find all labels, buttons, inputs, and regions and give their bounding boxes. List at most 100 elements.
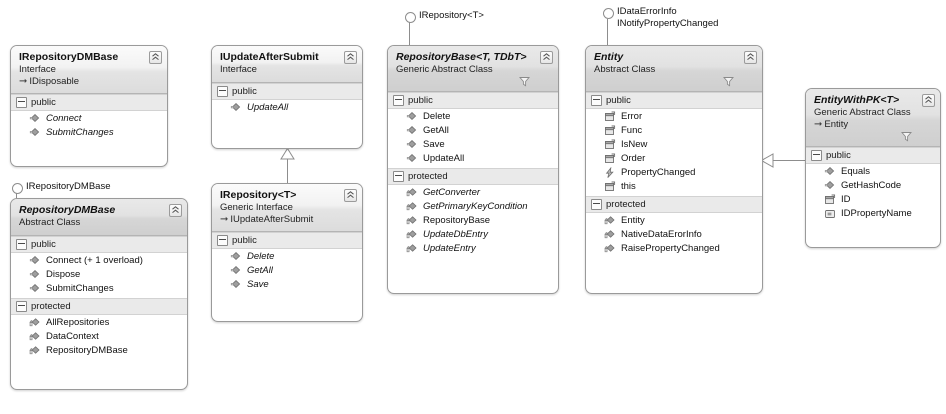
member-row[interactable]: Connect	[11, 112, 167, 126]
group-label: protected	[606, 199, 646, 210]
member-row[interactable]: Equals	[806, 165, 940, 179]
group-header-public[interactable]: public	[11, 94, 167, 111]
method-icon	[230, 252, 241, 260]
collapse-chevron-icon[interactable]	[344, 51, 357, 64]
lollipop-ientity[interactable]: IDataErrorInfo INotifyPropertyChanged	[603, 6, 773, 32]
property-icon	[825, 194, 836, 204]
filter-funnel-icon[interactable]	[723, 76, 734, 87]
class-base-list: ➞Entity	[814, 119, 849, 130]
member-row[interactable]: GetAll	[212, 264, 362, 278]
group-header-public[interactable]: public	[212, 83, 362, 100]
group-header-protected[interactable]: protected	[11, 298, 187, 315]
member-row[interactable]: Connect (+ 1 overload)	[11, 254, 187, 268]
member-row[interactable]: IsNew	[586, 138, 762, 152]
class-stereotype: Generic Interface	[220, 202, 293, 213]
collapse-minus-icon[interactable]	[591, 199, 602, 210]
group-label: public	[31, 239, 56, 250]
member-row[interactable]: IDPropertyName	[806, 207, 940, 221]
class-box-irepositorydmbase[interactable]: IRepositoryDMBase Interface ➞IDisposable…	[10, 45, 168, 167]
collapse-minus-icon[interactable]	[16, 239, 27, 250]
member-row[interactable]: Order	[586, 152, 762, 166]
member-label: Dispose	[46, 269, 81, 280]
member-row[interactable]: Func	[586, 124, 762, 138]
filter-funnel-icon[interactable]	[519, 76, 530, 87]
member-row[interactable]: UpdateAll	[212, 101, 362, 115]
class-stereotype: Abstract Class	[19, 217, 81, 228]
group-header-public[interactable]: public	[388, 92, 558, 109]
field-icon	[825, 210, 835, 218]
collapse-minus-icon[interactable]	[811, 150, 822, 161]
member-row[interactable]: GetConverter	[388, 186, 558, 200]
member-row[interactable]: UpdateAll	[388, 152, 558, 166]
member-row[interactable]: DataContext	[11, 330, 187, 344]
member-row[interactable]: this	[586, 180, 762, 194]
member-list: AllRepositories DataContext RepositoryDM…	[11, 315, 187, 360]
member-row[interactable]: UpdateEntry	[388, 242, 558, 256]
member-row[interactable]: AllRepositories	[11, 316, 187, 330]
member-row[interactable]: GetHashCode	[806, 179, 940, 193]
group-header-protected[interactable]: protected	[388, 168, 558, 185]
collapse-minus-icon[interactable]	[217, 235, 228, 246]
member-row[interactable]: GetAll	[388, 124, 558, 138]
member-row[interactable]: RaisePropertyChanged	[586, 242, 762, 256]
member-row[interactable]: GetPrimaryKeyCondition	[388, 200, 558, 214]
member-label: IsNew	[621, 139, 648, 150]
member-row[interactable]: Dispose	[11, 268, 187, 282]
class-title: IRepositoryDMBase	[19, 51, 119, 63]
member-row[interactable]: Delete	[212, 250, 362, 264]
compartment-public: public Connect (+ 1 overload) Dispose Su…	[11, 236, 187, 360]
group-header-public[interactable]: public	[806, 147, 940, 164]
group-header-public[interactable]: public	[212, 232, 362, 249]
lollipop-circle-icon	[405, 12, 416, 23]
member-row[interactable]: SubmitChanges	[11, 126, 167, 140]
member-row[interactable]: UpdateDbEntry	[388, 228, 558, 242]
filter-row	[814, 131, 918, 144]
collapse-chevron-icon[interactable]	[744, 51, 757, 64]
collapse-chevron-icon[interactable]	[169, 204, 182, 217]
member-row[interactable]: Entity	[586, 214, 762, 228]
collapse-chevron-icon[interactable]	[922, 94, 935, 107]
group-header-public[interactable]: public	[11, 236, 187, 253]
lollipop-irepositorydmbase[interactable]: IRepositoryDMBase	[12, 181, 132, 197]
lollipop-irepository[interactable]: IRepository<T>	[405, 10, 525, 26]
member-label: PropertyChanged	[621, 167, 696, 178]
class-box-entity[interactable]: Entity Abstract Class public Error	[585, 45, 763, 294]
class-box-entitywithpk[interactable]: EntityWithPK<T> Generic Abstract Class ➞…	[805, 88, 941, 248]
group-header-protected[interactable]: protected	[586, 196, 762, 213]
member-row[interactable]: SubmitChanges	[11, 282, 187, 296]
filter-funnel-icon[interactable]	[901, 131, 912, 142]
collapse-chevron-icon[interactable]	[344, 189, 357, 202]
member-label: IDPropertyName	[841, 208, 912, 219]
collapse-minus-icon[interactable]	[16, 97, 27, 108]
class-box-iupdateaftersubmit[interactable]: IUpdateAfterSubmit Interface public Upda…	[211, 45, 363, 149]
collapse-minus-icon[interactable]	[591, 95, 602, 106]
collapse-minus-icon[interactable]	[217, 86, 228, 97]
member-row[interactable]: Save	[212, 278, 362, 292]
collapse-minus-icon[interactable]	[393, 171, 404, 182]
class-title: IUpdateAfterSubmit	[220, 51, 319, 63]
member-row[interactable]: Delete	[388, 110, 558, 124]
collapse-chevron-icon[interactable]	[149, 51, 162, 64]
class-box-repositorybase[interactable]: RepositoryBase<T, TDbT> Generic Abstract…	[387, 45, 559, 294]
member-row[interactable]: Error	[586, 110, 762, 124]
member-row[interactable]: Save	[388, 138, 558, 152]
group-label: public	[606, 95, 631, 106]
member-row[interactable]: NativeDataErorInfo	[586, 228, 762, 242]
class-title: Entity	[594, 51, 624, 63]
collapse-chevron-icon[interactable]	[540, 51, 553, 64]
group-header-public[interactable]: public	[586, 92, 762, 109]
member-row[interactable]: ID	[806, 193, 940, 207]
collapse-minus-icon[interactable]	[16, 301, 27, 312]
collapse-minus-icon[interactable]	[393, 95, 404, 106]
property-icon	[605, 139, 616, 149]
group-label: protected	[31, 301, 71, 312]
member-row[interactable]: RepositoryDMBase	[11, 344, 187, 358]
member-label: this	[621, 181, 636, 192]
class-box-irepository[interactable]: IRepository<T> Generic Interface ➞IUpdat…	[211, 183, 363, 322]
connector-irepository-stem	[409, 22, 410, 45]
member-row[interactable]: PropertyChanged	[586, 166, 762, 180]
member-list: GetConverter GetPrimaryKeyCondition Repo…	[388, 185, 558, 258]
member-row[interactable]: RepositoryBase	[388, 214, 558, 228]
class-box-repositorydmbase[interactable]: RepositoryDMBase Abstract Class public C…	[10, 198, 188, 390]
